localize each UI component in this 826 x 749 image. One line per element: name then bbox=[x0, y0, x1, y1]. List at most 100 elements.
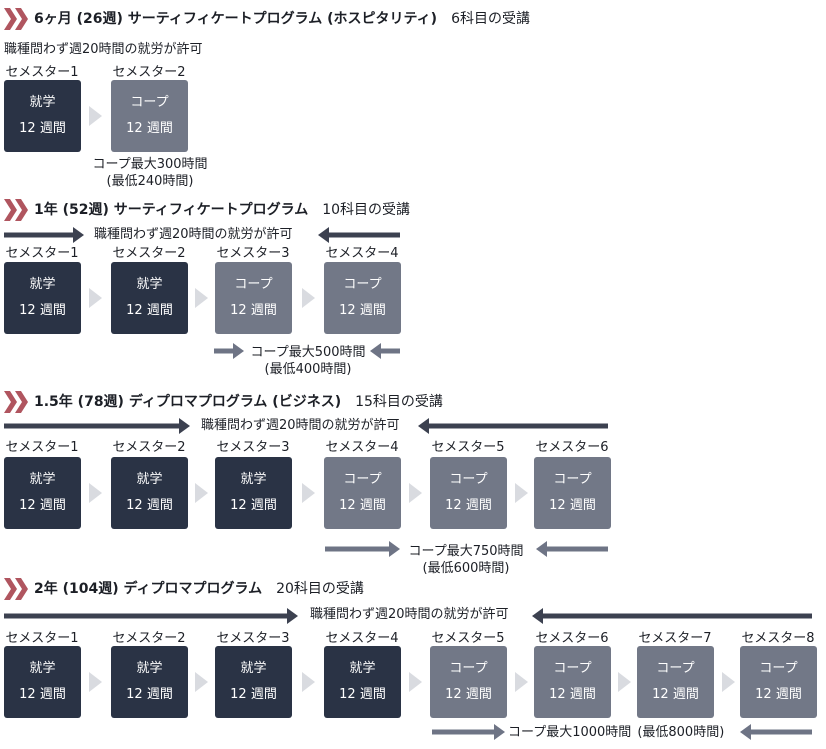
section-4-coop-min: (最低800時間) bbox=[637, 725, 725, 740]
section-3-semester-6-duration: 12 週間 bbox=[549, 498, 596, 513]
section-2-coop-hours: コープ最大500時間 (最低400時間) bbox=[228, 344, 388, 378]
section-1-semester-1-duration: 12 週間 bbox=[19, 121, 66, 136]
section-3-separator-4-icon bbox=[409, 483, 422, 503]
section-4-separator-1-icon bbox=[89, 672, 102, 692]
section-4-semester-8-duration: 12 週間 bbox=[755, 687, 802, 702]
section-2-courses: 10科目の受講 bbox=[322, 202, 411, 218]
section-4-semester-1-box: 就学 12 週間 bbox=[4, 646, 81, 718]
section-4-semester-2-label: セメスター2 bbox=[112, 631, 186, 646]
section-3-semester-5-box: コープ 12 週間 bbox=[430, 457, 507, 529]
section-4-separator-3-icon bbox=[302, 672, 315, 692]
section-2-semester-3-label: セメスター3 bbox=[216, 246, 290, 261]
section-2-separator-3-icon bbox=[302, 288, 315, 308]
section-2-work-note: 職種問わず週20時間の就労が許可 bbox=[94, 227, 293, 242]
section-4-semester-4-duration: 12 週間 bbox=[339, 687, 386, 702]
section-2-coop-min: (最低400時間) bbox=[264, 362, 352, 377]
section-4-work-arrow-left bbox=[4, 608, 298, 624]
section-2-semester-2-type: 就学 bbox=[136, 277, 163, 292]
section-3-semester-6-box: コープ 12 週間 bbox=[534, 457, 611, 529]
section-2-semester-1-duration: 12 週間 bbox=[19, 303, 66, 318]
section-2-semester-2-label: セメスター2 bbox=[112, 246, 186, 261]
section-4-courses: 20科目の受講 bbox=[276, 581, 364, 597]
section-4-separator-7-icon bbox=[722, 672, 735, 692]
section-4-semester-7-label: セメスター7 bbox=[638, 631, 712, 646]
section-2-separator-1-icon bbox=[89, 288, 102, 308]
section-4-semester-8-label: セメスター8 bbox=[741, 631, 815, 646]
section-1-semester-2-duration: 12 週間 bbox=[126, 121, 173, 136]
section-3-chevron-icon bbox=[4, 391, 28, 413]
section-3-semester-2-duration: 12 週間 bbox=[126, 498, 173, 513]
section-4-semester-7-duration: 12 週間 bbox=[652, 687, 699, 702]
section-1-title: 6ヶ月 (26週) サーティフィケートプログラム (ホスピタリティ)6科目の受講 bbox=[34, 10, 530, 28]
section-4-work-note: 職種問わず週20時間の就労が許可 bbox=[310, 607, 509, 622]
section-1-coop-min: (最低240時間) bbox=[106, 174, 194, 189]
section-3-separator-2-icon bbox=[195, 483, 208, 503]
section-4-semester-6-label: セメスター6 bbox=[535, 631, 609, 646]
section-3-coop-arrow-right bbox=[536, 541, 608, 557]
section-3-semester-1-label: セメスター1 bbox=[5, 440, 79, 455]
section-3-semester-6-type: コープ bbox=[553, 472, 592, 487]
section-4-semester-2-duration: 12 週間 bbox=[126, 687, 173, 702]
section-4-semester-1-type: 就学 bbox=[29, 661, 56, 676]
section-4-semester-3-type: 就学 bbox=[240, 661, 267, 676]
section-4-semester-3-duration: 12 週間 bbox=[230, 687, 277, 702]
section-3-semester-5-duration: 12 週間 bbox=[445, 498, 492, 513]
section-1-coop-max: コープ最大300時間 bbox=[92, 157, 208, 172]
section-4-semester-8-box: コープ 12 週間 bbox=[740, 646, 817, 718]
section-3-separator-3-icon bbox=[302, 483, 315, 503]
section-2-chevron-icon bbox=[4, 199, 28, 221]
section-4-semester-1-label: セメスター1 bbox=[5, 631, 79, 646]
section-1-chevron-icon bbox=[4, 8, 28, 30]
section-2-semester-4-label: セメスター4 bbox=[325, 246, 399, 261]
section-4-semester-8-type: コープ bbox=[759, 661, 798, 676]
section-4-coop-hours: コープ最大1000時間(最低800時間) bbox=[508, 724, 724, 741]
section-3-semester-4-label: セメスター4 bbox=[325, 440, 399, 455]
section-2-work-arrow-right bbox=[318, 227, 400, 243]
section-4-semester-6-duration: 12 週間 bbox=[549, 687, 596, 702]
section-4-semester-5-type: コープ bbox=[449, 661, 488, 676]
section-3-separator-5-icon bbox=[515, 483, 528, 503]
section-3-work-note: 職種問わず週20時間の就労が許可 bbox=[201, 418, 400, 433]
section-3-semester-1-box: 就学 12 週間 bbox=[4, 457, 81, 529]
section-1-separator-1-icon bbox=[89, 106, 102, 126]
section-1-semester-1-label: セメスター1 bbox=[5, 65, 79, 80]
section-4-separator-2-icon bbox=[195, 672, 208, 692]
section-3-semester-3-type: 就学 bbox=[240, 472, 267, 487]
section-3-semester-5-type: コープ bbox=[449, 472, 488, 487]
section-3-work-arrow-left bbox=[4, 418, 190, 434]
section-3-semester-1-type: 就学 bbox=[29, 472, 56, 487]
section-3-title: 1.5年 (78週) ディプロマプログラム (ビジネス)15科目の受講 bbox=[34, 393, 443, 411]
section-2-semester-4-type: コープ bbox=[343, 277, 382, 292]
section-2-semester-3-duration: 12 週間 bbox=[230, 303, 277, 318]
section-3-semester-3-label: セメスター3 bbox=[216, 440, 290, 455]
section-4-semester-1-duration: 12 週間 bbox=[19, 687, 66, 702]
section-2-semester-1-label: セメスター1 bbox=[5, 246, 79, 261]
section-2-semester-1-box: 就学 12 週間 bbox=[4, 262, 81, 334]
section-4-semester-2-type: 就学 bbox=[136, 661, 163, 676]
section-2-coop-max: コープ最大500時間 bbox=[250, 345, 366, 360]
section-3-semester-6-label: セメスター6 bbox=[535, 440, 609, 455]
section-4-work-arrow-right bbox=[532, 608, 812, 624]
section-3-work-arrow-right bbox=[418, 418, 608, 434]
section-3-semester-4-duration: 12 週間 bbox=[339, 498, 386, 513]
section-3-coop-min: (最低600時間) bbox=[422, 561, 510, 576]
section-4-separator-4-icon bbox=[409, 672, 422, 692]
section-3-semester-5-label: セメスター5 bbox=[431, 440, 505, 455]
section-4-title-text: 2年 (104週) ディプロマプログラム bbox=[34, 581, 263, 597]
section-3-semester-1-duration: 12 週間 bbox=[19, 498, 66, 513]
section-3-courses: 15科目の受講 bbox=[355, 394, 443, 410]
section-4-semester-5-label: セメスター5 bbox=[431, 631, 505, 646]
section-4-separator-5-icon bbox=[515, 672, 528, 692]
section-2-semester-1-type: 就学 bbox=[29, 277, 56, 292]
section-1-work-note: 職種問わず週20時間の就労が許可 bbox=[4, 42, 203, 57]
section-3-semester-2-type: 就学 bbox=[136, 472, 163, 487]
